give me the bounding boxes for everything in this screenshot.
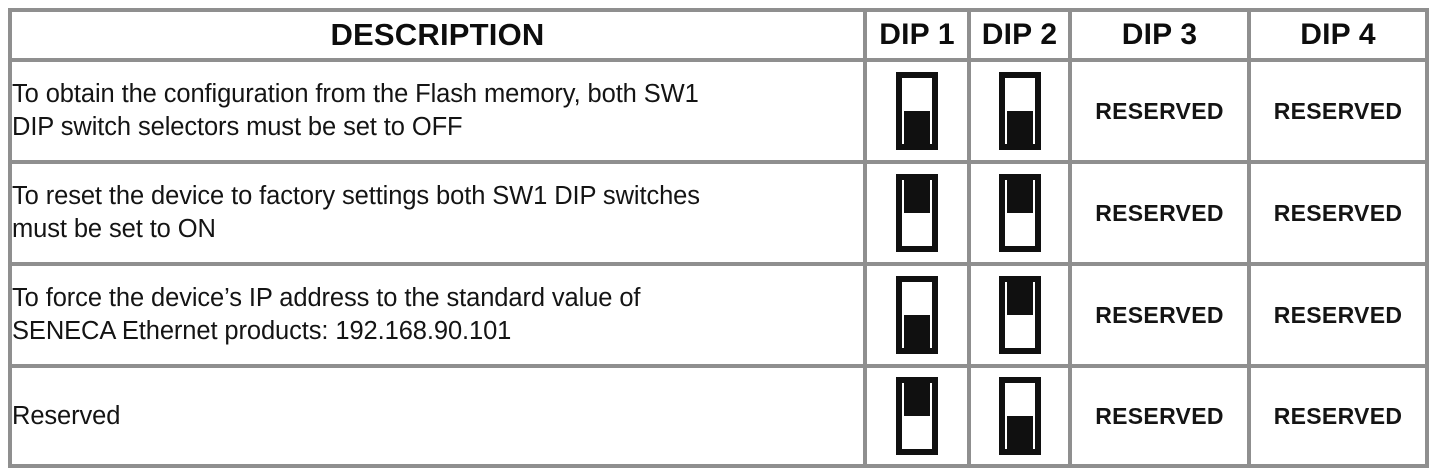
description-line: SENECA Ethernet products: 192.168.90.101 xyxy=(12,317,512,345)
table-header-row: DESCRIPTION DIP 1 DIP 2 DIP 3 DIP 4 xyxy=(8,8,1429,62)
description-cell: To force the device’s IP address to the … xyxy=(8,262,867,368)
dip2-switch-cell xyxy=(967,262,1072,368)
dip-switch-slider xyxy=(1006,180,1033,213)
dip1-switch-cell xyxy=(863,58,971,164)
dip4-reserved-cell: RESERVED xyxy=(1247,364,1429,468)
dip-switch-slider xyxy=(904,315,930,348)
description-line: To force the device’s IP address to the … xyxy=(12,284,641,313)
dip-switch-slider xyxy=(904,180,930,213)
dip-switch-slider xyxy=(1006,282,1033,315)
column-header-description: DESCRIPTION xyxy=(8,8,867,62)
dip-switch-icon xyxy=(998,72,1041,150)
dip4-reserved-cell: RESERVED xyxy=(1247,160,1429,266)
dip2-switch-cell xyxy=(967,160,1072,266)
dip-switch-icon xyxy=(896,276,938,354)
description-cell: To obtain the configuration from the Fla… xyxy=(8,58,867,164)
dip-switch-icon xyxy=(998,276,1041,354)
description-line: DIP switch selectors must be set to OFF xyxy=(12,113,463,141)
dip1-switch-cell xyxy=(863,262,971,368)
clipped-text-artifact xyxy=(0,0,1433,6)
dip3-reserved-cell: RESERVED xyxy=(1068,58,1251,164)
description-cell: Reserved xyxy=(8,364,867,468)
dip-switch-slider xyxy=(1006,111,1033,144)
dip-switch-slider xyxy=(904,111,930,144)
dip-switch-icon xyxy=(896,174,938,252)
dip4-reserved-cell: RESERVED xyxy=(1247,262,1429,368)
dip-switch-table-container: DESCRIPTION DIP 1 DIP 2 DIP 3 DIP 4 To o… xyxy=(8,8,1429,468)
dip3-reserved-cell: RESERVED xyxy=(1068,262,1251,368)
table-row: To obtain the configuration from the Fla… xyxy=(8,58,1429,164)
dip-switch-icon xyxy=(998,174,1041,252)
dip-switch-icon xyxy=(998,377,1041,455)
table-row: To reset the device to factory settings … xyxy=(8,160,1429,266)
dip4-reserved-cell: RESERVED xyxy=(1247,58,1429,164)
dip3-reserved-cell: RESERVED xyxy=(1068,364,1251,468)
description-line: To reset the device to factory settings … xyxy=(12,182,700,211)
table-row: To force the device’s IP address to the … xyxy=(8,262,1429,368)
dip2-switch-cell xyxy=(967,58,1072,164)
dip-switch-icon xyxy=(896,72,938,150)
column-header-dip3: DIP 3 xyxy=(1068,8,1251,62)
dip2-switch-cell xyxy=(967,364,1072,468)
dip1-switch-cell xyxy=(863,364,971,468)
description-line: must be set to ON xyxy=(12,215,216,243)
column-header-dip4: DIP 4 xyxy=(1247,8,1429,62)
description-line: Reserved xyxy=(12,401,121,430)
column-header-dip2: DIP 2 xyxy=(967,8,1072,62)
dip-switch-slider xyxy=(1006,416,1033,449)
dip1-switch-cell xyxy=(863,160,971,266)
description-line: To obtain the configuration from the Fla… xyxy=(12,80,699,109)
dip-switch-settings-table: DESCRIPTION DIP 1 DIP 2 DIP 3 DIP 4 To o… xyxy=(8,8,1429,468)
description-cell: To reset the device to factory settings … xyxy=(8,160,867,266)
table-row: Reserved RESERVED RESERVED xyxy=(8,364,1429,468)
dip-switch-icon xyxy=(896,377,938,455)
dip-switch-slider xyxy=(904,383,930,416)
dip3-reserved-cell: RESERVED xyxy=(1068,160,1251,266)
column-header-dip1: DIP 1 xyxy=(863,8,971,62)
